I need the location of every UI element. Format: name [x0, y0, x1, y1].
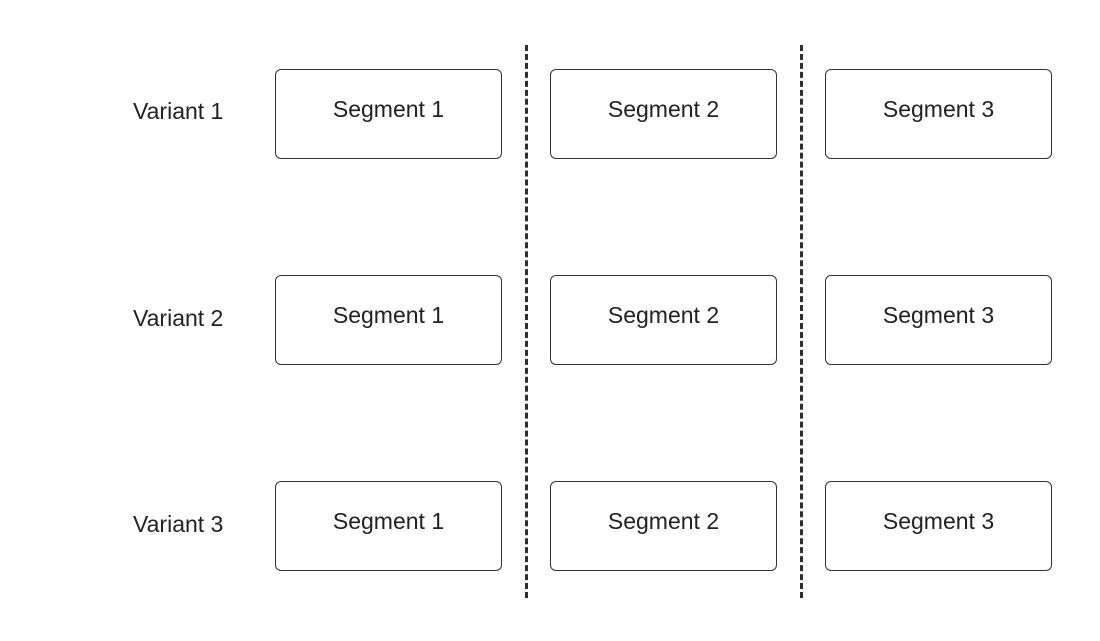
segment-box: Segment 1: [275, 275, 502, 365]
segment-box: Segment 2: [550, 481, 777, 571]
segment-box: Segment 1: [275, 481, 502, 571]
segment-box: Segment 2: [550, 275, 777, 365]
dashed-divider: [525, 45, 528, 598]
variant-label: Variant 1: [133, 98, 224, 124]
dashed-divider: [800, 45, 803, 598]
variant-label: Variant 2: [133, 305, 224, 331]
segment-box: Segment 2: [550, 69, 777, 159]
segment-box: Segment 3: [825, 481, 1052, 571]
variant-label: Variant 3: [133, 511, 224, 537]
segment-box: Segment 1: [275, 69, 502, 159]
segment-box: Segment 3: [825, 275, 1052, 365]
segment-box: Segment 3: [825, 69, 1052, 159]
